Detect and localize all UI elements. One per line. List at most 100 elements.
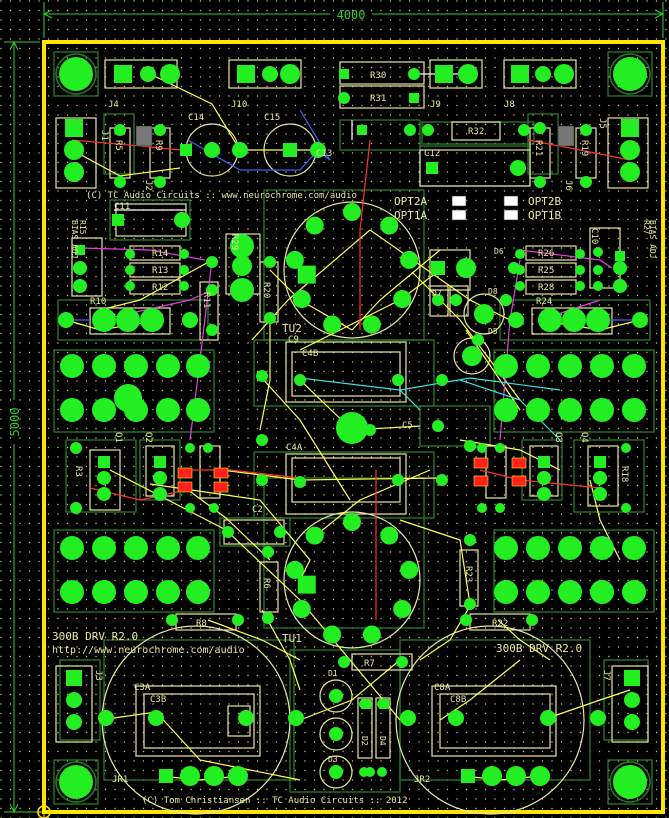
pad xyxy=(432,420,444,432)
pad xyxy=(558,536,582,560)
pad xyxy=(206,256,218,268)
pad xyxy=(506,766,526,786)
label-c11: C11 xyxy=(114,202,130,212)
pad xyxy=(526,354,550,378)
pad-square xyxy=(409,93,419,103)
label-r8: R8 xyxy=(196,619,207,629)
pad xyxy=(400,710,416,726)
label-r23: R23 xyxy=(463,566,473,582)
pad xyxy=(534,176,546,188)
pad xyxy=(464,440,476,452)
pad xyxy=(262,546,274,558)
pad xyxy=(477,443,487,453)
label-j10: J10 xyxy=(231,100,247,110)
pad-square xyxy=(594,456,606,468)
pad-square xyxy=(538,456,550,468)
label-r13: R13 xyxy=(152,266,168,276)
pad xyxy=(518,124,530,136)
label-r27: R27 xyxy=(642,220,651,235)
pad xyxy=(464,534,476,546)
label-c13: C13 xyxy=(316,149,332,159)
pad xyxy=(98,710,114,726)
pad xyxy=(140,308,164,332)
pad xyxy=(64,140,84,160)
label-c4b: C4B xyxy=(302,349,318,359)
tube-pin-tu1 xyxy=(285,560,304,579)
mounting-hole xyxy=(59,765,93,799)
tube-pin-tu1 xyxy=(323,625,342,644)
pad xyxy=(620,162,640,182)
pad xyxy=(404,124,416,136)
pad-square xyxy=(624,670,640,686)
pad xyxy=(310,142,326,158)
pad xyxy=(535,66,551,82)
label-d5: D5 xyxy=(488,327,498,336)
pad xyxy=(590,710,606,726)
label-tu1: TU1 xyxy=(282,632,302,645)
pad xyxy=(621,443,631,453)
pads xyxy=(55,53,651,803)
pad xyxy=(280,64,300,84)
opto-footprints xyxy=(135,125,575,221)
pad xyxy=(185,443,195,453)
pad xyxy=(515,281,525,291)
pad xyxy=(448,710,464,726)
label-c3b: C3B xyxy=(150,695,166,705)
label-c3a: C3A xyxy=(134,683,151,693)
pad xyxy=(436,374,448,386)
tube-pin-tu2 xyxy=(362,315,381,334)
pad-square xyxy=(361,699,371,709)
pad-square xyxy=(435,65,453,83)
pad xyxy=(338,656,350,668)
pad xyxy=(92,580,116,604)
pad xyxy=(180,766,200,786)
pad xyxy=(396,656,408,668)
pad xyxy=(526,580,550,604)
mounting-hole-ring xyxy=(55,761,97,803)
label-r12: R12 xyxy=(152,283,168,293)
pad xyxy=(186,354,210,378)
pad xyxy=(204,766,224,786)
label-c9: C9 xyxy=(288,335,299,345)
pad xyxy=(494,580,518,604)
label-j1: J1 xyxy=(99,130,109,141)
pad xyxy=(620,140,640,160)
pad xyxy=(186,580,210,604)
pad xyxy=(526,614,538,626)
label-r14: R14 xyxy=(152,249,168,259)
pad xyxy=(558,354,582,378)
label-j7: J7 xyxy=(601,670,611,681)
pad xyxy=(456,258,476,278)
pad-square xyxy=(65,119,83,137)
label-copyright-bottom: (C) Tom Christiansen :: TC Audio Circuit… xyxy=(142,796,408,806)
tube-pin-tu1 xyxy=(393,600,412,618)
label-d4: D4 xyxy=(378,736,387,746)
pad xyxy=(436,474,448,486)
pad-square xyxy=(511,65,529,83)
pad xyxy=(422,124,434,136)
label-r10: R10 xyxy=(90,297,106,307)
label-c12: C12 xyxy=(424,149,440,159)
label-r24: R24 xyxy=(536,297,552,307)
pad xyxy=(156,354,180,378)
pad xyxy=(632,312,648,328)
board-outline xyxy=(42,40,665,814)
tube-pin-tu2 xyxy=(305,216,324,235)
pad xyxy=(222,526,234,538)
pad xyxy=(593,281,603,291)
pad xyxy=(262,66,278,82)
mounting-hole xyxy=(613,57,647,91)
pad-square xyxy=(431,261,445,275)
pad-square xyxy=(159,769,173,783)
pad xyxy=(622,398,646,422)
pad-square xyxy=(379,699,389,709)
label-r19: R19 xyxy=(579,140,589,156)
label-r5: R5 xyxy=(113,140,123,151)
pad xyxy=(558,580,582,604)
pad xyxy=(621,503,631,513)
label-r30: R30 xyxy=(370,71,386,81)
pad xyxy=(613,261,627,275)
label-j8: J8 xyxy=(504,100,515,110)
pad xyxy=(365,767,375,777)
